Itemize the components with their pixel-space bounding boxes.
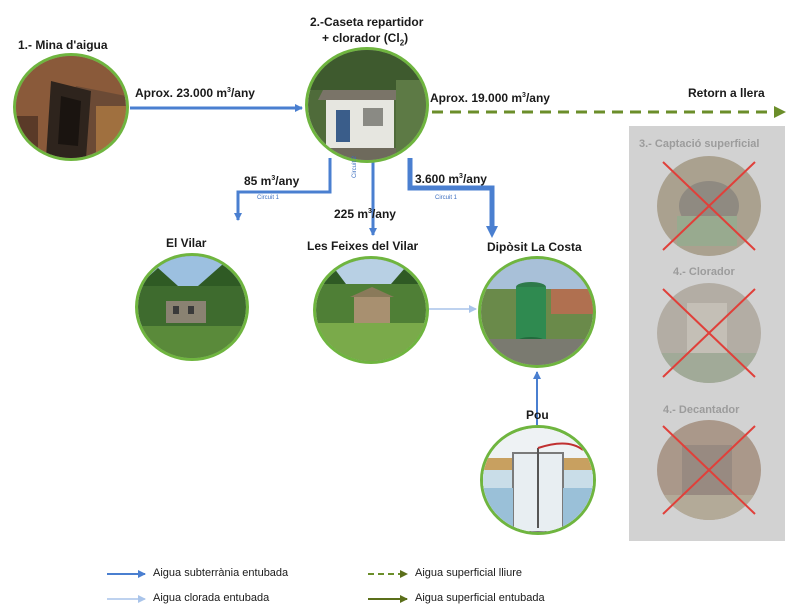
legend-clorada: Aigua clorada entubada xyxy=(153,592,270,604)
flow-in-exp: 3 xyxy=(227,87,231,94)
flow-out-exp: 3 xyxy=(522,92,526,99)
arrow-caseta-to-diposit xyxy=(407,158,498,238)
flow-vilar-suffix: /any xyxy=(275,174,300,188)
circuit-costa-label: Circuit 1 xyxy=(435,195,458,201)
clorador-cross-icon xyxy=(662,288,756,378)
flow-feixes-prefix: 225 m xyxy=(334,207,369,221)
flow-out-label: Aprox. 19.000 m3/any xyxy=(430,91,550,105)
feixes-photo xyxy=(313,256,429,364)
flow-in-prefix: Aprox. 23.000 m xyxy=(135,86,228,100)
feixes-label: Les Feixes del Vilar xyxy=(307,239,419,253)
legend-subterrania: Aigua subterrània entubada xyxy=(153,567,289,579)
flow-costa-label: 3.600 m3/any xyxy=(415,172,487,186)
arrow-caseta-to-vilar xyxy=(234,158,332,221)
decantador-label: 4.- Decantador xyxy=(663,404,740,416)
el-vilar-photo xyxy=(135,253,249,361)
flow-costa-suffix: /any xyxy=(462,172,487,186)
flow-out-suffix: /any xyxy=(525,91,550,105)
pou-label: Pou xyxy=(526,408,549,422)
captacio-cross-icon xyxy=(662,161,756,251)
mina-photo xyxy=(13,53,129,161)
flow-costa-exp: 3 xyxy=(459,173,463,180)
flow-out-prefix: Aprox. 19.000 m xyxy=(430,91,523,105)
flow-feixes-exp: 3 xyxy=(368,208,372,215)
retorn-label: Retorn a llera xyxy=(688,86,765,100)
caseta-label-line1: 2.-Caseta repartidor xyxy=(310,15,424,29)
flow-feixes-label: 225 m3/any xyxy=(334,207,396,221)
clorador-label: 4.- Clorador xyxy=(673,266,735,278)
circuit-feixes-label: Circuit 2 xyxy=(352,155,358,178)
el-vilar-label: El Vilar xyxy=(166,236,207,250)
caseta-photo xyxy=(305,47,429,163)
mina-label: 1.- Mina d'aigua xyxy=(18,38,108,52)
legend-superficial-entubada: Aigua superficial entubada xyxy=(415,592,545,604)
captacio-label: 3.- Captació superficial xyxy=(639,138,760,150)
diposit-label: Dipòsit La Costa xyxy=(487,240,582,254)
pou-photo xyxy=(480,425,596,535)
decantador-cross-icon xyxy=(662,425,756,515)
flow-vilar-label: 85 m3/any xyxy=(244,174,299,188)
removed-elements-panel: 3.- Captació superficial 4.- Clorador 4.… xyxy=(629,126,785,541)
flow-vilar-prefix: 85 m xyxy=(244,174,272,188)
caseta-label-line2: + clorador (Cl2) xyxy=(322,31,408,47)
caseta-label-prefix: + clorador (Cl xyxy=(322,31,400,45)
circuit-vilar-label: Circuit 1 xyxy=(257,195,280,201)
flow-feixes-suffix: /any xyxy=(371,207,396,221)
flow-in-label: Aprox. 23.000 m3/any xyxy=(135,86,255,100)
caseta-label-subscript: 2 xyxy=(399,38,405,48)
caseta-label-suffix: ) xyxy=(404,31,409,45)
legend-superficial-lliure: Aigua superficial lliure xyxy=(415,567,522,579)
flow-costa-prefix: 3.600 m xyxy=(415,172,460,186)
flow-in-suffix: /any xyxy=(230,86,255,100)
flow-vilar-exp: 3 xyxy=(271,175,276,182)
diposit-photo xyxy=(478,256,596,368)
